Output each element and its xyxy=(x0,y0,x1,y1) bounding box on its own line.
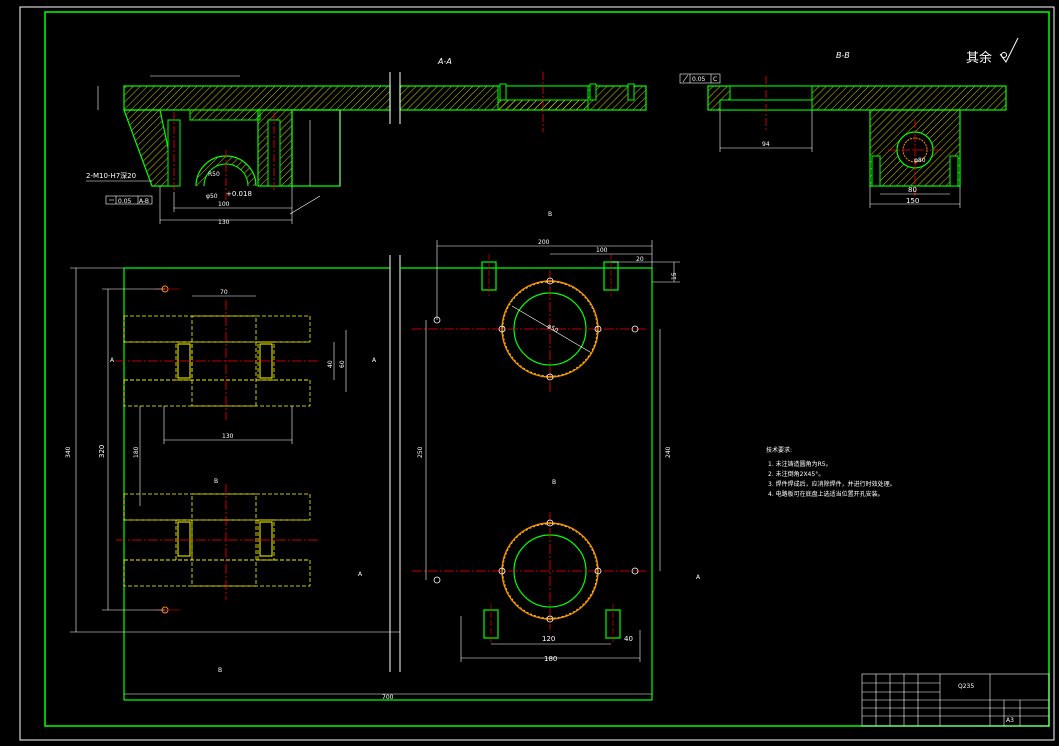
aa-tap-hole-2 xyxy=(589,83,597,101)
roughness-note: 其余 xyxy=(966,50,992,66)
dim-40b: 40 xyxy=(624,635,633,643)
dim-320: 320 xyxy=(98,445,106,458)
marker-b-plate-top: B xyxy=(548,211,552,218)
dim-100: 100 xyxy=(218,201,230,208)
marker-b-top: B xyxy=(214,478,218,485)
dim-180: 180 xyxy=(544,655,557,663)
bore-r50: R50 xyxy=(208,171,220,178)
lower-bolt-bottom xyxy=(546,615,554,623)
dim-70: 70 xyxy=(220,289,228,296)
tech-note-1: 1. 未注铸造圆角为R5。 xyxy=(768,460,832,468)
upper-bolt-left xyxy=(498,325,506,333)
aa-dimensions xyxy=(97,75,341,224)
tol-frame-right xyxy=(679,73,721,84)
aa-right-web xyxy=(291,109,341,187)
dim-250: 250 xyxy=(417,446,424,458)
dim-340: 340 xyxy=(65,446,72,458)
bb-tap-right xyxy=(949,155,959,187)
dim-100b: 100 xyxy=(596,247,608,254)
bb-dimensions xyxy=(719,110,961,208)
outer-border xyxy=(19,6,1055,741)
aa-top-plate xyxy=(123,85,391,111)
dim-130: 130 xyxy=(218,219,230,226)
upper-bolt-right xyxy=(594,325,602,333)
marker-a-left: A xyxy=(110,357,115,364)
section-aa-label: A-A xyxy=(437,57,452,66)
bore-tolerance: +0.018 xyxy=(226,190,252,198)
aa-tap-hole-3 xyxy=(627,83,635,101)
upper-mount-right xyxy=(631,325,639,333)
bb-tap-left xyxy=(871,155,881,187)
dim-15: 15 xyxy=(671,272,678,280)
upper-bearing-hidden xyxy=(123,315,311,407)
dim-200: 200 xyxy=(538,239,550,246)
upper-phi50: φ50 xyxy=(546,323,560,335)
bore-phi50: φ50 xyxy=(206,193,218,200)
dim-20: 20 xyxy=(636,256,644,263)
upper-bolt-top xyxy=(546,277,554,285)
tol-right-value: 0.05 xyxy=(692,76,706,83)
lower-mount-right xyxy=(631,567,639,575)
marker-a-plate-right: A xyxy=(696,574,701,581)
marker-a-plate-left: A xyxy=(358,571,363,578)
lower-tap-right xyxy=(259,521,273,557)
dim-40: 40 xyxy=(327,360,334,368)
dim-60: 60 xyxy=(339,360,346,368)
tol-left-datum: A-B xyxy=(139,198,149,205)
tol-frame-left xyxy=(105,195,153,205)
lower-tap-left xyxy=(177,521,191,557)
tol-right-datum: C xyxy=(713,76,717,83)
lower-bolt-top xyxy=(546,519,554,527)
lower-bolt-right xyxy=(594,567,602,575)
dim-180v: 180 xyxy=(133,446,140,458)
inner-border xyxy=(44,11,1050,727)
dim-80: 80 xyxy=(908,186,917,194)
thread-callout: 2-M10-H7深20 xyxy=(86,171,136,180)
title-sheet: A3 xyxy=(1006,717,1014,724)
tol-left-value: 0.05 xyxy=(118,198,132,205)
section-bb-label: B-B xyxy=(836,51,850,60)
roughness-symbol-icon xyxy=(999,37,1019,63)
plate-dimensions xyxy=(425,240,680,662)
lower-bolt-left xyxy=(498,567,506,575)
title-block xyxy=(861,673,1050,727)
plan-left-dimensions xyxy=(70,267,652,695)
tech-notes-heading: 技术要求: xyxy=(766,446,792,454)
lower-mount-left xyxy=(433,576,441,584)
upper-diam-leader xyxy=(511,305,591,353)
dim-94: 94 xyxy=(762,141,770,148)
tech-note-4: 4. 电路板可在底盘上选适当位置开孔安装。 xyxy=(768,490,884,498)
aa-tap-hole-1 xyxy=(499,83,507,101)
title-material: Q235 xyxy=(958,683,974,690)
dim-120: 120 xyxy=(542,635,555,643)
dim-130b: 130 xyxy=(222,433,234,440)
dim-150: 150 xyxy=(906,197,919,205)
tech-note-2: 2. 未注倒角2X45°。 xyxy=(768,470,824,478)
marker-a-right: A xyxy=(372,357,377,364)
dim-240: 240 xyxy=(665,446,672,458)
marker-b-plate-mid: B xyxy=(552,479,556,486)
marker-b-bottom: B xyxy=(218,667,222,674)
upper-bolt-bottom xyxy=(546,373,554,381)
bb-counterbore xyxy=(729,85,813,101)
tech-note-3: 3. 焊件焊成后，应消除焊件，并进行时效处理。 xyxy=(768,480,896,488)
bb-phi80: φ80 xyxy=(914,157,926,164)
dim-700: 700 xyxy=(382,694,394,701)
aa-center-boss xyxy=(189,109,261,121)
